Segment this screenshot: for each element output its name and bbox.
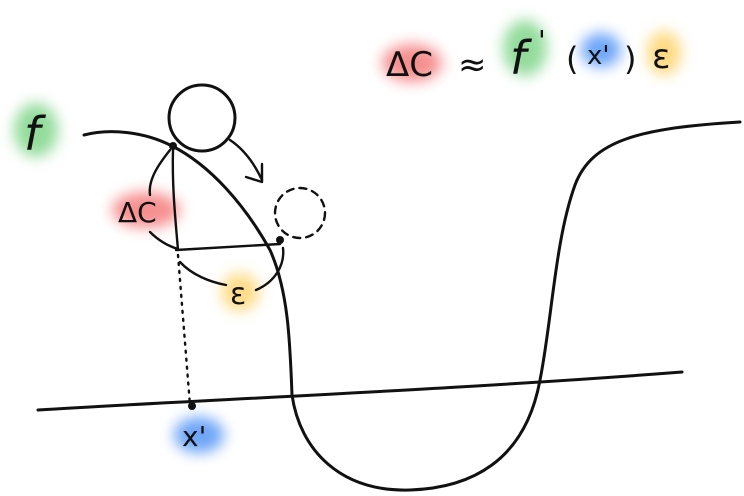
x-prime-point: [188, 402, 196, 410]
highlight-eq-factor: [647, 31, 681, 75]
equation-approx: ≈: [458, 45, 487, 85]
highlight-epsilon: [221, 273, 259, 311]
delta-c-line: [171, 148, 180, 252]
ball-next-position: [273, 186, 327, 240]
x-axis-line: [36, 370, 684, 412]
epsilon-step-line: [174, 242, 282, 252]
highlight-f: [14, 103, 58, 157]
equation-lhs: ΔC: [386, 45, 433, 85]
epsilon-right-brace: [254, 246, 285, 292]
label-epsilon: ε: [230, 277, 246, 312]
equation-close-paren: ): [624, 40, 636, 78]
highlight-eq-lhs: [382, 44, 442, 82]
highlight-delta-c: [112, 192, 180, 228]
label-x-prime: x': [182, 420, 206, 453]
equation-arg: x': [587, 41, 610, 71]
cost-curve: [82, 120, 742, 492]
delta-c-connector: [148, 230, 180, 251]
epsilon-left-brace: [178, 260, 228, 287]
motion-arrow: [228, 138, 264, 182]
highlight-eq-arg: [581, 33, 621, 67]
next-point: [276, 236, 284, 244]
label-delta-c: ΔC: [118, 196, 157, 229]
highlight-eq-f: [503, 20, 547, 76]
ball: [167, 83, 237, 153]
motion-arrow-head: [244, 162, 264, 184]
projection-dotted-line: [176, 253, 192, 407]
equation-factor: ε: [652, 37, 670, 77]
equation-open-paren: (: [566, 40, 578, 78]
delta-c-hook: [148, 148, 172, 197]
highlight-x-prime: [174, 417, 224, 453]
equation-prime: ': [538, 24, 546, 57]
contact-point: [169, 142, 177, 150]
equation: ΔC ≈ f ' ( x' ) ε: [386, 24, 670, 85]
